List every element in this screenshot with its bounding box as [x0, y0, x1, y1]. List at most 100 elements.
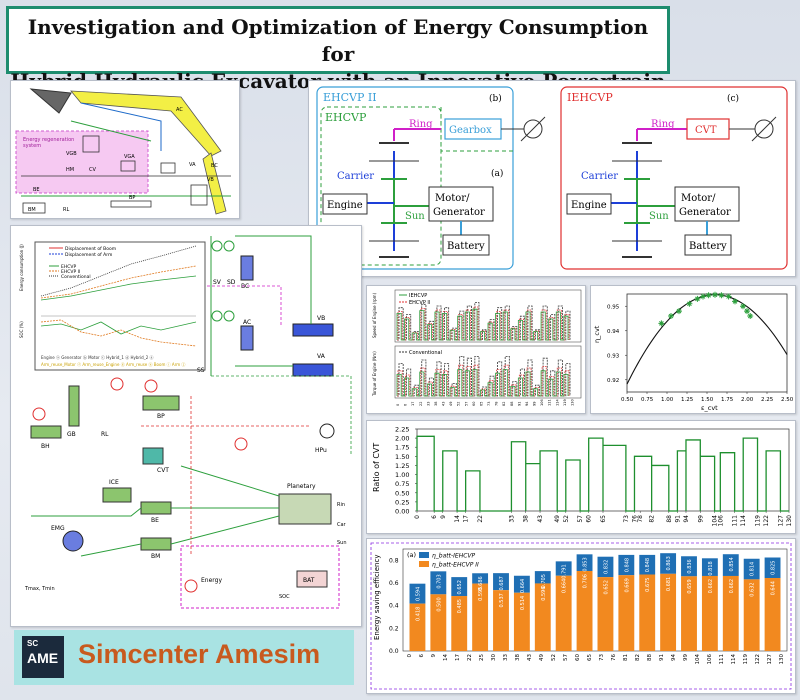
bar-iehcvp: [534, 571, 551, 584]
bar-xtick: 122: [755, 654, 761, 665]
bar-label-iehcvp: 0.863: [666, 556, 672, 570]
bar-xtick: 14: [443, 654, 449, 661]
bar-xtick: 43: [527, 654, 533, 661]
motor-generator-box-right: [674, 186, 740, 222]
ratio-ytick: 2.25: [395, 426, 409, 434]
eff-marker: [732, 298, 738, 305]
eff-marker: [658, 320, 665, 327]
ratio-xtick: 127: [777, 515, 784, 527]
bar-label-ehcvp2: 0.537: [499, 593, 505, 607]
speed-trace: [397, 302, 571, 341]
inset-series-0: EHCVP: [61, 264, 76, 270]
bar-xtick: 81: [623, 654, 629, 661]
eff-marker: [747, 313, 754, 320]
eff-plot-area: [626, 293, 788, 393]
planetary-gear: [278, 493, 332, 525]
ratio-xtick: 76: [631, 515, 638, 523]
ratio-xtick: 33: [508, 515, 515, 523]
carrier-label: Carrier: [337, 171, 374, 182]
ratio-svg: 0.000.250.500.751.001.251.501.752.002.25…: [372, 426, 793, 527]
bar-label-iehcvp: 0.818: [708, 561, 714, 575]
label-ac: AC: [243, 319, 251, 326]
gb-gear: [68, 385, 80, 427]
ratio-xtick: 91: [674, 515, 681, 523]
speed-legend-2: Conventional: [409, 350, 442, 356]
iehcvp-frame: [560, 86, 788, 270]
ratio-xtick: 122: [763, 515, 770, 527]
label-planetary: Planetary: [287, 483, 316, 490]
ratio-ytick: 0.00: [395, 508, 409, 516]
ratio-xtick: 0: [414, 515, 421, 519]
bar-label-ehcvp2: 0.596: [541, 586, 547, 600]
eff-ytick: 0.93: [607, 353, 620, 359]
label-be: BE: [151, 517, 159, 524]
motor-label-right: Motor/: [681, 193, 716, 204]
pump-icon-right: [754, 119, 774, 139]
ratio-xtick: 88: [666, 515, 673, 523]
bar-label-ehcvp2: 0.644: [771, 581, 777, 595]
bar-label-ehcvp2: 0.659: [687, 579, 693, 593]
ratio-xtick: 104: [712, 515, 719, 527]
bar-xtick: 6: [419, 654, 425, 658]
label-vb: VB: [207, 177, 214, 183]
bar-iehcvp: [513, 575, 530, 593]
ratio-xtick: 49: [554, 515, 561, 523]
logo-top-text: SC: [27, 639, 39, 648]
speed-xtick: 38: [434, 402, 438, 406]
label-vb: VB: [317, 315, 325, 322]
bar-label-ehcvp2: 0.662: [729, 579, 735, 593]
label-rl: RL: [101, 431, 109, 438]
battery-box: [442, 234, 490, 256]
bar-label-ehcvp2: 0.514: [520, 596, 526, 610]
speed-xtick: 88: [510, 402, 514, 406]
eff-xtick: 1.25: [681, 397, 694, 403]
ehcvp-tag: EHCVP: [325, 111, 367, 124]
bar-ehcvp2: [701, 575, 718, 651]
engine-label: Engine: [327, 200, 363, 211]
bar-label-ehcvp2: 0.632: [750, 582, 756, 596]
ratio-xtick: 60: [586, 515, 593, 523]
eff-ytick: 0.94: [607, 329, 620, 335]
amesim-circuit: Displacement of Boom Displacement of Arm…: [10, 225, 362, 627]
label-be: BE: [33, 187, 40, 193]
eff-xtick: 0.75: [641, 397, 654, 403]
speed-trace: [396, 308, 569, 341]
ratio-xtick: 111: [732, 515, 739, 527]
label-bat: BAT: [303, 577, 315, 584]
ratio-xtick: 6: [431, 515, 438, 519]
bar-ehcvp2: [764, 578, 781, 651]
label-soc: SOC: [279, 594, 290, 600]
engine-box-right: [566, 193, 612, 215]
label-rin: Rin: [337, 502, 345, 508]
ratio-xtick: 119: [755, 515, 762, 527]
speed-xtick: 94: [525, 401, 529, 406]
speed-xtick: 43: [442, 402, 446, 406]
bm-block: [140, 537, 172, 551]
torque-ylabel: Torque of Engine (Nm): [372, 351, 377, 397]
powertrain-schemes: EHCVP II (b) EHCVP (a) Ring Gearbox Carr…: [308, 80, 796, 277]
ac-cylinder: [240, 325, 254, 351]
label-hpu: HPu: [315, 447, 327, 454]
engine-box: [322, 193, 368, 215]
bar-xtick: 22: [467, 654, 473, 661]
ratio-xtick: 9: [440, 515, 447, 519]
ehcvp2-frame: [316, 86, 514, 270]
arm-shape: [202, 152, 227, 215]
bp-block: [142, 395, 180, 411]
letter-b: (b): [489, 93, 502, 104]
bar-ytick: 0.0: [389, 648, 399, 655]
bar-label-iehcvp: 0.814: [750, 562, 756, 576]
eff-marker: [718, 292, 725, 299]
eff-marker: [686, 300, 693, 307]
ratio-xtick: 114: [740, 515, 747, 527]
eff-marker: [705, 292, 712, 299]
bar-ehcvp2: [472, 583, 489, 651]
bar-xtick: 119: [743, 654, 749, 665]
energy-regeneration-area: [15, 130, 149, 194]
eff-xtick: 1.00: [661, 397, 674, 403]
bar-chart-border: [370, 542, 792, 690]
label-bc: BC: [211, 163, 218, 169]
legend-swatch-ehcvp2: [419, 561, 429, 567]
